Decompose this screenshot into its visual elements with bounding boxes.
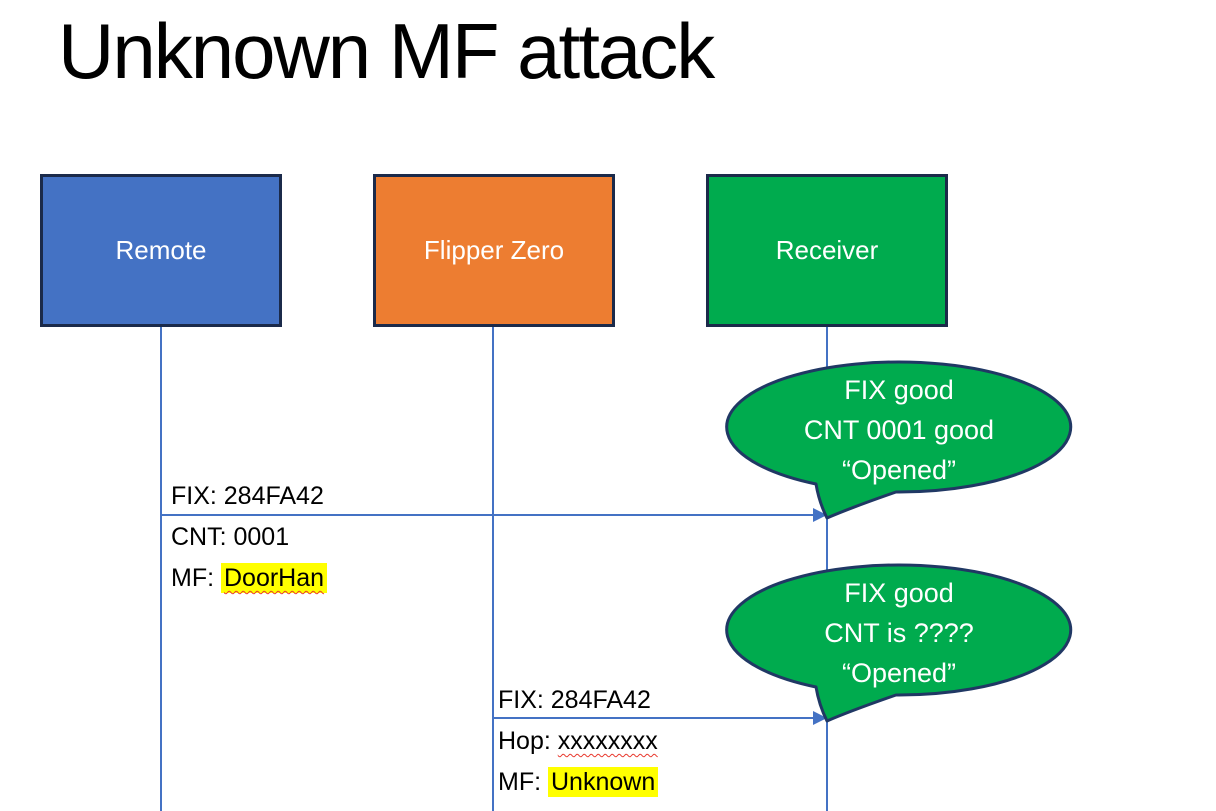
callout-bubble-2: FIX good CNT is ???? “Opened” xyxy=(720,561,1078,729)
actor-box-receiver: Receiver xyxy=(706,174,948,327)
actor-box-remote: Remote xyxy=(40,174,282,327)
actor-box-flipper-zero: Flipper Zero xyxy=(373,174,615,327)
message-2-mf-value-highlighted: Unknown xyxy=(548,767,659,797)
actor-label-flipper-zero: Flipper Zero xyxy=(423,235,565,265)
page-title: Unknown MF attack xyxy=(58,7,715,95)
lifeline-receiver xyxy=(826,327,828,811)
message-2-hop-prefix: Hop: xyxy=(498,727,558,755)
message-1-line-mf: MF: DoorHan xyxy=(171,558,328,599)
message-2-labels: FIX: 284FA42 Hop: xxxxxxxx MF: Unknown xyxy=(498,680,659,803)
speech-bubble-icon xyxy=(725,563,1073,723)
message-2-hop-value: xxxxxxxx xyxy=(557,727,658,755)
callout-1-line-2: CNT 0001 good xyxy=(803,415,995,445)
actor-label-receiver: Receiver xyxy=(775,235,879,265)
message-2-line-mf: MF: Unknown xyxy=(498,762,659,803)
message-arrow-flipper-to-receiver xyxy=(493,717,814,719)
message-1-labels: FIX: 284FA42 CNT: 0001 MF: DoorHan xyxy=(171,476,328,599)
message-1-mf-prefix: MF: xyxy=(171,564,221,592)
callout-2-line-3: “Opened” xyxy=(841,658,957,688)
message-1-line-cnt: CNT: 0001 xyxy=(171,523,290,551)
callout-2-line-1: FIX good xyxy=(844,578,954,608)
lifeline-remote xyxy=(160,327,162,811)
callout-2-text: FIX good CNT is ???? “Opened” xyxy=(720,573,1078,693)
message-2-line-fix: FIX: 284FA42 xyxy=(498,686,651,714)
message-arrow-remote-to-receiver xyxy=(160,514,814,516)
message-2-mf-prefix: MF: xyxy=(498,768,548,796)
callout-2-line-2: CNT is ???? xyxy=(824,618,974,648)
actor-label-remote: Remote xyxy=(115,235,207,265)
callout-1-line-3: “Opened” xyxy=(841,455,957,485)
message-1-line-fix: FIX: 284FA42 xyxy=(171,482,324,510)
lifeline-flipper-zero xyxy=(492,327,494,811)
speech-bubble-icon xyxy=(725,360,1073,520)
callout-bubble-1: FIX good CNT 0001 good “Opened” xyxy=(720,358,1078,526)
message-1-mf-value-highlighted: DoorHan xyxy=(221,563,328,593)
message-2-line-hop: Hop: xxxxxxxx xyxy=(498,721,658,762)
callout-1-text: FIX good CNT 0001 good “Opened” xyxy=(720,370,1078,490)
callout-1-line-1: FIX good xyxy=(844,375,954,405)
